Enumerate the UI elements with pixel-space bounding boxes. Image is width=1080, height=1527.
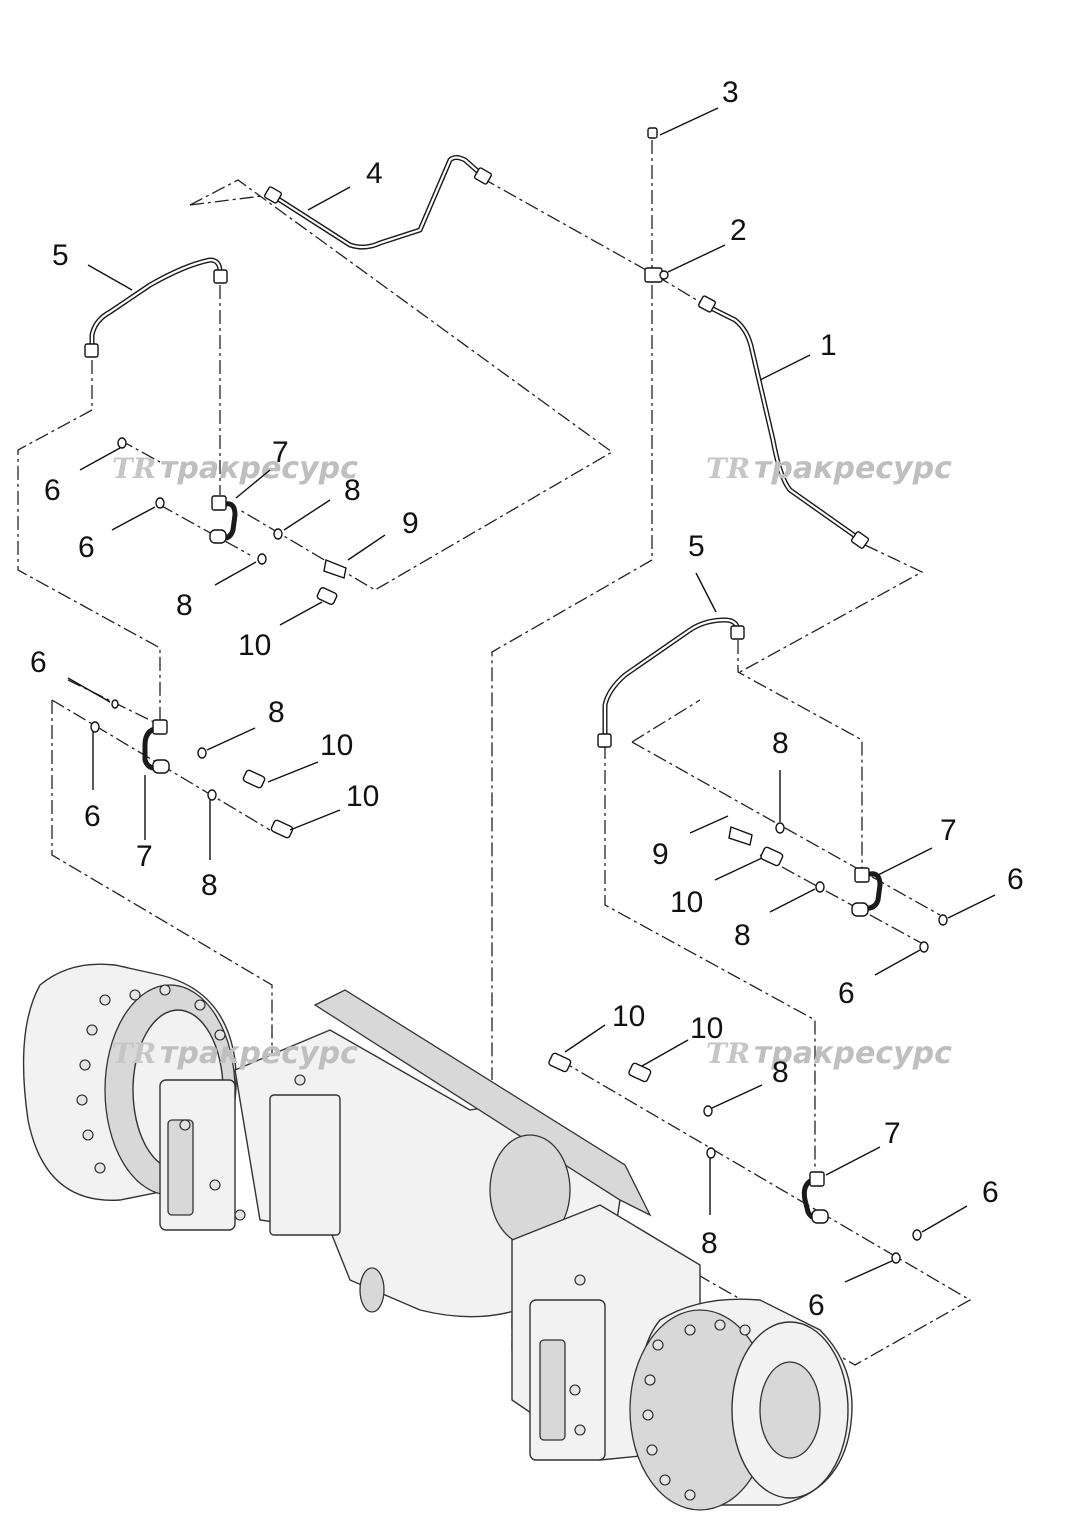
- callout-10: 10: [238, 629, 271, 662]
- brake-connector-7-c: [851, 867, 883, 917]
- watermarks: TR тракресурс TR тракресурс TR тракресур…: [112, 451, 952, 1071]
- tee-fitting-2: [644, 267, 669, 283]
- watermark-3: TR тракресурс: [112, 1036, 358, 1071]
- callout-8: 8: [701, 1227, 718, 1260]
- callout-6: 6: [44, 474, 61, 507]
- callout-8: 8: [201, 869, 218, 902]
- callout-8: 8: [734, 919, 751, 952]
- watermark-2: TR тракресурс: [706, 451, 952, 486]
- callout-7: 7: [940, 814, 957, 847]
- watermark-1: TR тракресурс: [112, 451, 358, 486]
- callout-5: 5: [52, 239, 69, 272]
- callout-8: 8: [344, 474, 361, 507]
- watermark-4: TR тракресурс: [706, 1036, 952, 1071]
- o-rings: [90, 437, 948, 1264]
- brake-connector-7-d: [801, 1171, 829, 1224]
- svg-text:TR: TR: [112, 452, 156, 485]
- callout-2: 2: [730, 214, 747, 247]
- brake-pipe-1: [698, 295, 870, 549]
- callout-6: 6: [84, 800, 101, 833]
- callout-7: 7: [884, 1117, 901, 1150]
- callout-5: 5: [688, 530, 705, 563]
- brake-pipe-5-left: [84, 257, 228, 358]
- drive-axle-assembly: [22, 963, 853, 1511]
- callout-8: 8: [268, 696, 285, 729]
- fittings-bolts: [242, 559, 784, 1083]
- callout-6: 6: [982, 1176, 999, 1209]
- callout-8: 8: [176, 589, 193, 622]
- callout-8: 8: [772, 727, 789, 760]
- callout-9: 9: [402, 507, 419, 540]
- callout-10: 10: [670, 886, 703, 919]
- assembly-dash-lines: [17, 140, 972, 1366]
- callout-10: 10: [320, 729, 353, 762]
- brake-pipe-5-right: [597, 617, 745, 748]
- callout-3: 3: [722, 76, 739, 109]
- svg-text:тракресурс: тракресурс: [160, 1036, 358, 1071]
- callout-6: 6: [808, 1289, 825, 1322]
- callout-7: 7: [136, 840, 153, 873]
- svg-text:TR: TR: [706, 452, 750, 485]
- svg-text:TR: TR: [112, 1037, 156, 1070]
- svg-text:TR: TR: [706, 1037, 750, 1070]
- callout-6: 6: [838, 977, 855, 1010]
- callout-1: 1: [820, 329, 837, 362]
- callout-6: 6: [30, 646, 47, 679]
- callout-7: 7: [272, 436, 289, 469]
- callout-8: 8: [772, 1056, 789, 1089]
- callout-4: 4: [366, 157, 383, 190]
- callout-10: 10: [690, 1012, 723, 1045]
- bleeder-screw-3: [647, 127, 658, 139]
- callout-10: 10: [346, 780, 379, 813]
- brake-connector-7-a: [209, 495, 238, 544]
- brake-connector-7-b: [142, 719, 170, 774]
- callout-9: 9: [652, 838, 669, 871]
- svg-text:тракресурс: тракресурс: [754, 451, 952, 486]
- svg-text:тракресурс: тракресурс: [160, 451, 358, 486]
- svg-text:тракресурс: тракресурс: [754, 1036, 952, 1071]
- callout-6: 6: [78, 531, 95, 564]
- hub-bolts: [76, 984, 751, 1501]
- callout-numbers: 1 2 3 4 5 5 6 6 6 6 6 6 6 6 7 7 7 7 8 8 …: [30, 76, 1024, 1322]
- callout-10: 10: [612, 1000, 645, 1033]
- leader-lines: [67, 107, 996, 1283]
- callout-6: 6: [1007, 863, 1024, 896]
- brake-pipe-4: [263, 155, 493, 250]
